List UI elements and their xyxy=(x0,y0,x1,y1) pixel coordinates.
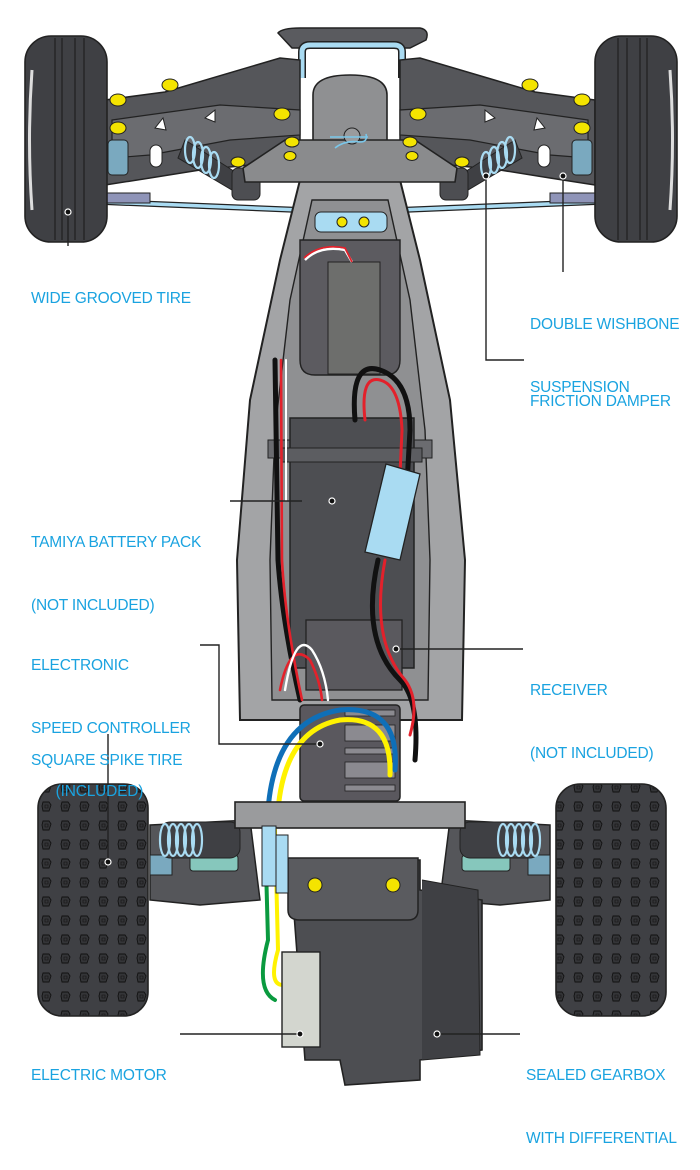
label-line: (INCLUDED) xyxy=(31,783,144,800)
label-line: RECEIVER xyxy=(530,682,608,699)
rear-tire-left xyxy=(37,783,149,1017)
front-suspension-arm-right xyxy=(399,57,596,186)
label-square-spike-tire: SQUARE SPIKE TIRE xyxy=(31,708,183,792)
leader-lines xyxy=(64,172,567,1038)
label-line: (NOT INCLUDED) xyxy=(31,597,155,614)
label-receiver: RECEIVER (NOT INCLUDED) xyxy=(530,638,654,785)
front-suspension-arm-left xyxy=(104,57,301,186)
battery-connector xyxy=(364,463,421,561)
steering-servo xyxy=(299,211,401,376)
front-tire-right xyxy=(594,35,678,243)
label-line: SQUARE SPIKE TIRE xyxy=(31,752,183,769)
chassis-illustration xyxy=(24,27,678,1086)
label-line: SPEED CONTROLLER xyxy=(31,720,191,737)
rear-tire-right xyxy=(555,783,667,1017)
gearbox xyxy=(287,857,483,1086)
label-line: ELECTRONIC xyxy=(31,657,129,674)
label-line: SUSPENSION xyxy=(530,379,630,396)
rear-damper-left xyxy=(158,821,241,859)
label-sealed-gearbox: SEALED GEARBOX WITH DIFFERENTIAL xyxy=(526,1023,677,1170)
front-bumper xyxy=(277,27,428,78)
label-line: FRICTION DAMPER xyxy=(530,393,671,410)
rear-damper-right xyxy=(459,821,542,859)
label-double-wishbone-suspension: DOUBLE WISHBONE SUSPENSION xyxy=(530,272,680,419)
label-line: SEALED GEARBOX xyxy=(526,1067,666,1084)
label-line: (NOT INCLUDED) xyxy=(530,745,654,762)
front-damper-left xyxy=(177,135,261,201)
label-electric-motor: ELECTRIC MOTOR xyxy=(31,1023,167,1107)
label-line: ELECTRIC MOTOR xyxy=(31,1067,167,1084)
label-line: DOUBLE WISHBONE xyxy=(530,316,680,333)
front-tire-left xyxy=(24,35,108,243)
rear-bulkhead xyxy=(234,801,466,829)
label-friction-damper: FRICTION DAMPER xyxy=(530,349,671,433)
label-speed-controller: ELECTRONIC SPEED CONTROLLER (INCLUDED) xyxy=(31,613,191,823)
screws xyxy=(109,78,591,228)
receiver xyxy=(305,619,403,691)
front-bulkhead xyxy=(242,74,458,183)
label-battery-pack: TAMIYA BATTERY PACK (NOT INCLUDED) xyxy=(31,490,201,637)
label-line: TAMIYA BATTERY PACK xyxy=(31,534,202,551)
wiring xyxy=(260,357,419,1002)
label-line: WITH DIFFERENTIAL xyxy=(526,1130,677,1147)
label-wide-grooved-tire: WIDE GROOVED TIRE xyxy=(31,246,191,330)
motor-connectors xyxy=(261,825,289,894)
label-line: WIDE GROOVED TIRE xyxy=(31,290,191,307)
